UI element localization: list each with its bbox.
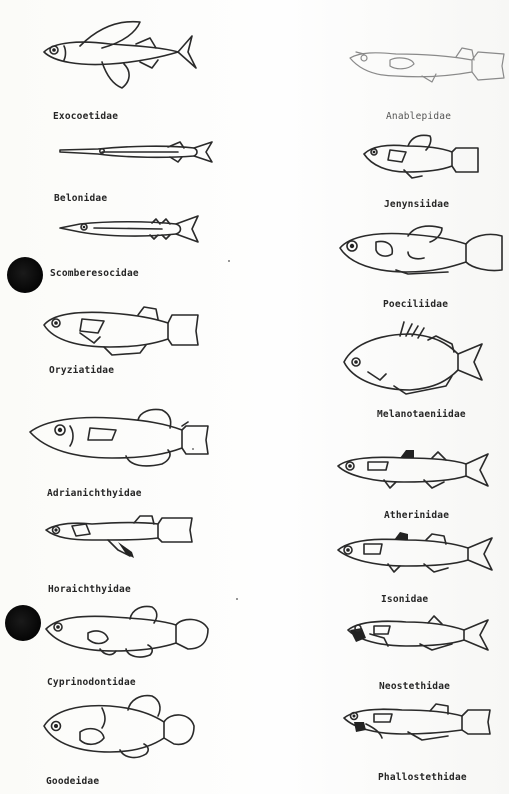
- fish-illustration-oryziatidae: [40, 303, 206, 357]
- paper-speck: [228, 260, 230, 262]
- fish-illustration-melanotaeniidae: [340, 320, 490, 398]
- fish-illustration-adrianichthyidae: [26, 406, 216, 470]
- family-label-exocoetidae: Exocoetidae: [53, 111, 118, 122]
- fish-illustration-goodeidae: [40, 692, 200, 762]
- family-label-phallostethidae: Phallostethidae: [378, 772, 467, 783]
- family-label-neostethidae: Neostethidae: [379, 681, 450, 692]
- fish-illustration-scomberesocidae: [58, 212, 206, 246]
- family-label-belonidae: Belonidae: [54, 193, 107, 204]
- family-label-anablepidae: Anablepidae: [386, 111, 451, 122]
- family-label-melanotaeniidae: Melanotaeniidae: [377, 409, 466, 420]
- family-label-isonidae: Isonidae: [381, 594, 428, 605]
- fish-illustration-atherinidae: [334, 446, 494, 494]
- fish-illustration-isonidae: [334, 528, 496, 578]
- fish-illustration-phallostethidae: [340, 698, 494, 748]
- fish-illustration-jenynsiidae: [360, 132, 484, 184]
- family-label-horaichthyidae: Horaichthyidae: [48, 584, 131, 595]
- fish-illustration-neostethidae: [344, 612, 494, 658]
- family-label-atherinidae: Atherinidae: [384, 510, 449, 521]
- fish-illustration-belonidae: [58, 138, 218, 170]
- family-label-jenynsiidae: Jenynsiidae: [384, 199, 449, 210]
- family-label-scomberesocidae: Scomberesocidae: [50, 268, 139, 279]
- family-label-adrianichthyidae: Adrianichthyidae: [47, 488, 142, 499]
- fish-illustration-anablepidae: [346, 44, 508, 86]
- fish-illustration-exocoetidae: [40, 18, 210, 98]
- family-label-cyprinodontidae: Cyprinodontidae: [47, 677, 136, 688]
- punch-hole-icon: [5, 605, 41, 641]
- family-label-goodeidae: Goodeidae: [46, 776, 99, 787]
- punch-hole-icon: [7, 257, 43, 293]
- family-label-poeciliidae: Poeciliidae: [383, 299, 448, 310]
- fish-illustration-horaichthyidae: [42, 512, 198, 564]
- paper-speck: [236, 598, 238, 600]
- fish-illustration-poeciliidae: [336, 222, 508, 282]
- fish-illustration-cyprinodontidae: [42, 603, 212, 661]
- family-label-oryziatidae: Oryziatidae: [49, 365, 114, 376]
